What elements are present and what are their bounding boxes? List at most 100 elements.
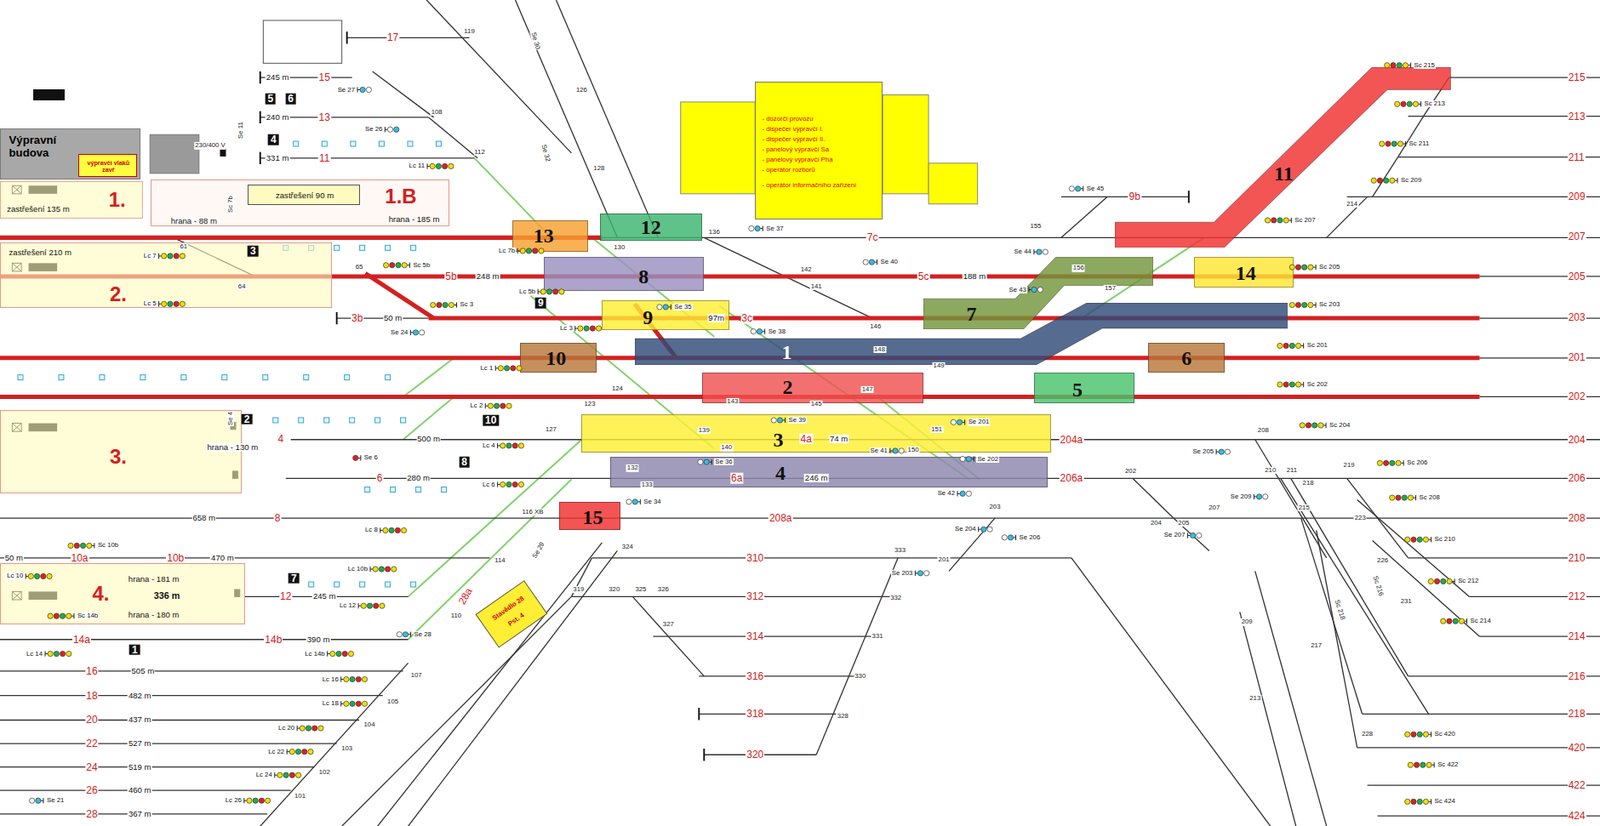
track-number: 17: [386, 32, 400, 44]
signal-lamps: [28, 798, 43, 804]
track-number: 422: [1567, 780, 1587, 792]
signal-mast: [1302, 382, 1304, 388]
track-number: 10a: [70, 553, 90, 565]
signal-lamp: [500, 443, 506, 449]
signal-arm: [957, 493, 960, 495]
signal-lamp: [750, 329, 756, 335]
track-number: 210: [1567, 553, 1587, 565]
signal-name: Lc 14: [25, 650, 44, 658]
signal-arm: [1301, 384, 1304, 386]
signal-name: Lc 24: [255, 771, 274, 779]
signal-lamp: [1411, 537, 1417, 543]
power-post: [220, 148, 226, 156]
signal-mast: [456, 302, 458, 308]
signal-lamp: [1446, 618, 1452, 624]
signal-lamp: [430, 302, 436, 308]
signal-lamps: [1277, 382, 1304, 388]
signal-name: Se 41: [869, 447, 889, 455]
signal-lamps: [1389, 495, 1417, 501]
signal-lamp: [378, 566, 384, 572]
track-number: 14b: [263, 634, 283, 646]
signal-lamp: [1277, 217, 1283, 223]
section-number: 11: [1274, 162, 1294, 185]
signal-mast: [1082, 186, 1084, 192]
signal-lamps: [382, 262, 410, 269]
track-number: 7c: [866, 232, 880, 244]
signal-arm: [1323, 424, 1326, 426]
switch-number: 127: [544, 426, 558, 434]
signal-lamp: [394, 126, 400, 132]
signal-lamps: [25, 573, 52, 579]
track: [0, 639, 409, 640]
signal-lamp: [1377, 177, 1383, 183]
building-outline: [262, 20, 342, 63]
signal-lamp: [277, 772, 283, 778]
signal-lamp: [448, 302, 454, 308]
control-building-wing: [882, 95, 929, 195]
track-section: 10: [520, 342, 597, 373]
switch-number: 326: [657, 586, 670, 594]
switch-connection: [403, 396, 455, 440]
signal-name: Lc 1: [480, 365, 495, 372]
signal-mast: [379, 527, 381, 533]
signal-lamp: [917, 571, 923, 577]
signal-lamp: [1394, 101, 1400, 107]
staff-line: - operátor rozborů: [761, 166, 815, 175]
platform-marker: [385, 582, 391, 588]
signal-lamp: [355, 676, 361, 682]
signal-lamp: [1295, 382, 1301, 388]
callout-number: 1: [129, 644, 141, 656]
switch-number: 141: [810, 283, 823, 291]
signal-lamp: [1224, 449, 1230, 455]
length-label: 505 m: [131, 667, 156, 676]
signal-name: Lc 18: [321, 700, 340, 708]
signal-lamp: [1400, 101, 1406, 107]
signal-name: Lc 22: [267, 748, 286, 756]
switch-number: 210: [1263, 467, 1277, 475]
signal-name: Se 37: [765, 224, 784, 232]
platform-marker: [303, 375, 309, 381]
signal-lamp: [59, 613, 65, 619]
signal-lamp: [330, 651, 336, 657]
signal-arm: [1080, 188, 1084, 189]
signal-lamp: [318, 725, 324, 732]
signal-lamp: [394, 527, 400, 533]
signal-lamp: [419, 330, 425, 336]
switch-number: 148: [873, 346, 886, 354]
signal-arm: [341, 703, 344, 705]
signal-lamp: [173, 301, 179, 307]
signal-lamp: [382, 262, 389, 269]
signal-lamp: [167, 253, 173, 259]
length-label: 658 m: [191, 514, 217, 523]
signal-lamps: [485, 403, 512, 409]
signal-lamps: [286, 749, 314, 755]
signal-arm: [1253, 496, 1257, 498]
platform-marker: [334, 245, 340, 251]
signal-name: Sc 206: [1405, 459, 1429, 467]
signal-lamp: [1371, 177, 1377, 183]
main-track: [365, 273, 434, 319]
platform-marker: [308, 582, 315, 588]
signal-mast: [1403, 460, 1405, 466]
switch-number: 140: [720, 444, 733, 452]
signal-name: Sc 5b: [411, 262, 431, 269]
canopy-text: zastřešení 90 m: [275, 191, 334, 201]
signal-mast: [358, 603, 360, 609]
signal-mast: [537, 289, 539, 295]
signal-lamps: [327, 651, 355, 657]
track: [0, 670, 404, 672]
track-number: 5b: [444, 271, 458, 283]
signal-lamp: [516, 365, 522, 372]
office-box: výpravčí vlaků zavř: [78, 154, 138, 178]
signal-lamp: [361, 676, 367, 682]
signal-lamp: [512, 443, 518, 449]
signal-name: Lc 11: [408, 162, 426, 170]
platform-marker: [181, 375, 187, 381]
signal-lamp: [436, 302, 442, 308]
switch-number: 223: [1354, 514, 1367, 522]
signal-arm: [341, 679, 344, 680]
track: [591, 557, 1072, 559]
track-number: 320: [745, 749, 765, 761]
switch-number: 211: [1285, 467, 1298, 475]
signal-mast: [410, 632, 412, 638]
